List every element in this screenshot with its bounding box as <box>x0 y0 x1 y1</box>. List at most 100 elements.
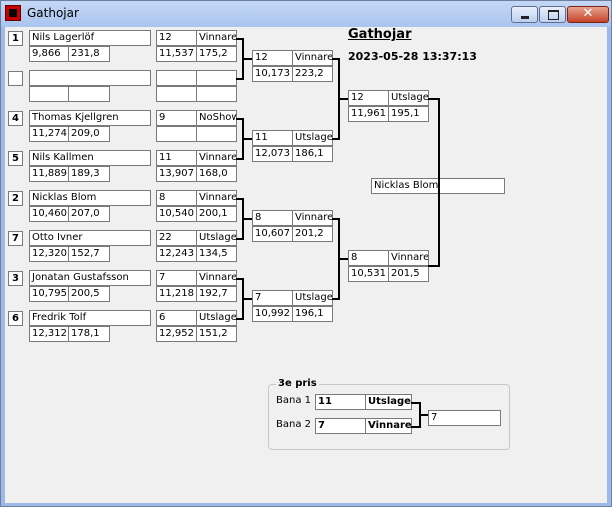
round3-time[interactable]: 10,173 <box>252 66 293 82</box>
player-name[interactable]: Nils Lagerlöf <box>29 30 151 46</box>
round3-time[interactable]: 10,992 <box>252 306 293 322</box>
time-value[interactable] <box>29 86 69 102</box>
round2-time[interactable]: 12,952 <box>156 326 197 342</box>
round3-speed[interactable]: 223,2 <box>292 66 333 82</box>
speed-value[interactable]: 207,0 <box>68 206 110 222</box>
round2-status[interactable]: Utslager <box>196 310 237 326</box>
seed-box[interactable]: 2 <box>8 191 23 206</box>
round3-number[interactable]: 7 <box>252 290 293 306</box>
round2-time[interactable] <box>156 86 197 102</box>
round2-time[interactable] <box>156 126 197 142</box>
round3-number[interactable]: 11 <box>252 130 293 146</box>
round2-speed[interactable]: 192,7 <box>196 286 237 302</box>
round2-time[interactable]: 11,218 <box>156 286 197 302</box>
round3-number[interactable]: 12 <box>252 50 293 66</box>
round2-status[interactable]: Vinnare <box>196 30 237 46</box>
player-name[interactable]: Nils Kallmen <box>29 150 151 166</box>
third-place-result[interactable]: 7 <box>428 410 501 426</box>
round3-speed[interactable]: 196,1 <box>292 306 333 322</box>
round2-speed[interactable]: 168,0 <box>196 166 237 182</box>
speed-value[interactable]: 152,7 <box>68 246 110 262</box>
round4-speed[interactable]: 201,5 <box>388 266 429 282</box>
speed-value[interactable] <box>68 86 110 102</box>
round3-status[interactable]: Utslager <box>292 130 333 146</box>
speed-value[interactable]: 200,5 <box>68 286 110 302</box>
player-name[interactable] <box>29 70 151 86</box>
round3-speed[interactable]: 201,2 <box>292 226 333 242</box>
speed-value[interactable]: 231,8 <box>68 46 110 62</box>
connector <box>332 58 340 60</box>
round2-time[interactable]: 12,243 <box>156 246 197 262</box>
round2-status[interactable]: NoShow <box>196 110 237 126</box>
round2-speed[interactable]: 175,2 <box>196 46 237 62</box>
round2-time[interactable]: 10,540 <box>156 206 197 222</box>
seed-box[interactable]: 5 <box>8 151 23 166</box>
player-name[interactable]: Jonatan Gustafsson <box>29 270 151 286</box>
round3-status[interactable]: Vinnare <box>292 210 333 226</box>
round2-number[interactable]: 9 <box>156 110 197 126</box>
time-value[interactable]: 10,795 <box>29 286 69 302</box>
time-value[interactable]: 11,274 <box>29 126 69 142</box>
lane2-status[interactable]: Vinnare <box>365 418 412 434</box>
round3-time[interactable]: 12,073 <box>252 146 293 162</box>
round4-status[interactable]: Utslager <box>388 90 429 106</box>
time-value[interactable]: 9,866 <box>29 46 69 62</box>
round4-time[interactable]: 11,961 <box>348 106 389 122</box>
seed-box[interactable] <box>8 71 23 86</box>
maximize-button[interactable] <box>539 6 566 23</box>
minimize-button[interactable] <box>511 6 538 23</box>
lane1-status[interactable]: Utslager <box>365 394 412 410</box>
round2-status[interactable]: Vinnare <box>196 150 237 166</box>
round4-number[interactable]: 12 <box>348 90 389 106</box>
seed-box[interactable]: 1 <box>8 31 23 46</box>
third-place-group <box>268 384 510 450</box>
round2-status[interactable]: Vinnare <box>196 270 237 286</box>
speed-value[interactable]: 209,0 <box>68 126 110 142</box>
seed-box[interactable]: 6 <box>8 311 23 326</box>
round2-speed[interactable] <box>196 126 237 142</box>
time-value[interactable]: 10,460 <box>29 206 69 222</box>
seed-box[interactable]: 7 <box>8 231 23 246</box>
round2-number[interactable] <box>156 70 197 86</box>
round3-status[interactable]: Vinnare <box>292 50 333 66</box>
round3-status[interactable]: Utslager <box>292 290 333 306</box>
connector <box>419 414 428 416</box>
player-name[interactable]: Nicklas Blom <box>29 190 151 206</box>
round2-time[interactable]: 11,537 <box>156 46 197 62</box>
round2-status[interactable]: Vinnare <box>196 190 237 206</box>
lane2-number[interactable]: 7 <box>315 418 366 434</box>
round2-status[interactable]: Utslager <box>196 230 237 246</box>
time-value[interactable]: 12,312 <box>29 326 69 342</box>
time-value[interactable]: 12,320 <box>29 246 69 262</box>
round2-speed[interactable]: 200,1 <box>196 206 237 222</box>
player-name[interactable]: Otto Ivner <box>29 230 151 246</box>
round4-number[interactable]: 8 <box>348 250 389 266</box>
round2-number[interactable]: 8 <box>156 190 197 206</box>
speed-value[interactable]: 178,1 <box>68 326 110 342</box>
round2-time[interactable]: 13,907 <box>156 166 197 182</box>
round2-speed[interactable]: 134,5 <box>196 246 237 262</box>
round2-number[interactable]: 12 <box>156 30 197 46</box>
player-name[interactable]: Fredrik Tolf <box>29 310 151 326</box>
speed-value[interactable]: 189,3 <box>68 166 110 182</box>
lane1-number[interactable]: 11 <box>315 394 366 410</box>
seed-box[interactable]: 3 <box>8 271 23 286</box>
title-bar[interactable]: Gathojar ✕ <box>1 1 611 27</box>
round2-speed[interactable]: 151,2 <box>196 326 237 342</box>
round4-status[interactable]: Vinnare <box>388 250 429 266</box>
round3-time[interactable]: 10,607 <box>252 226 293 242</box>
round3-speed[interactable]: 186,1 <box>292 146 333 162</box>
time-value[interactable]: 11,889 <box>29 166 69 182</box>
close-button[interactable]: ✕ <box>567 6 609 23</box>
player-name[interactable]: Thomas Kjellgren <box>29 110 151 126</box>
round2-speed[interactable] <box>196 86 237 102</box>
round3-number[interactable]: 8 <box>252 210 293 226</box>
round4-time[interactable]: 10,531 <box>348 266 389 282</box>
round2-number[interactable]: 22 <box>156 230 197 246</box>
round4-speed[interactable]: 195,1 <box>388 106 429 122</box>
round2-number[interactable]: 7 <box>156 270 197 286</box>
round2-status[interactable] <box>196 70 237 86</box>
round2-number[interactable]: 6 <box>156 310 197 326</box>
seed-box[interactable]: 4 <box>8 111 23 126</box>
round2-number[interactable]: 11 <box>156 150 197 166</box>
